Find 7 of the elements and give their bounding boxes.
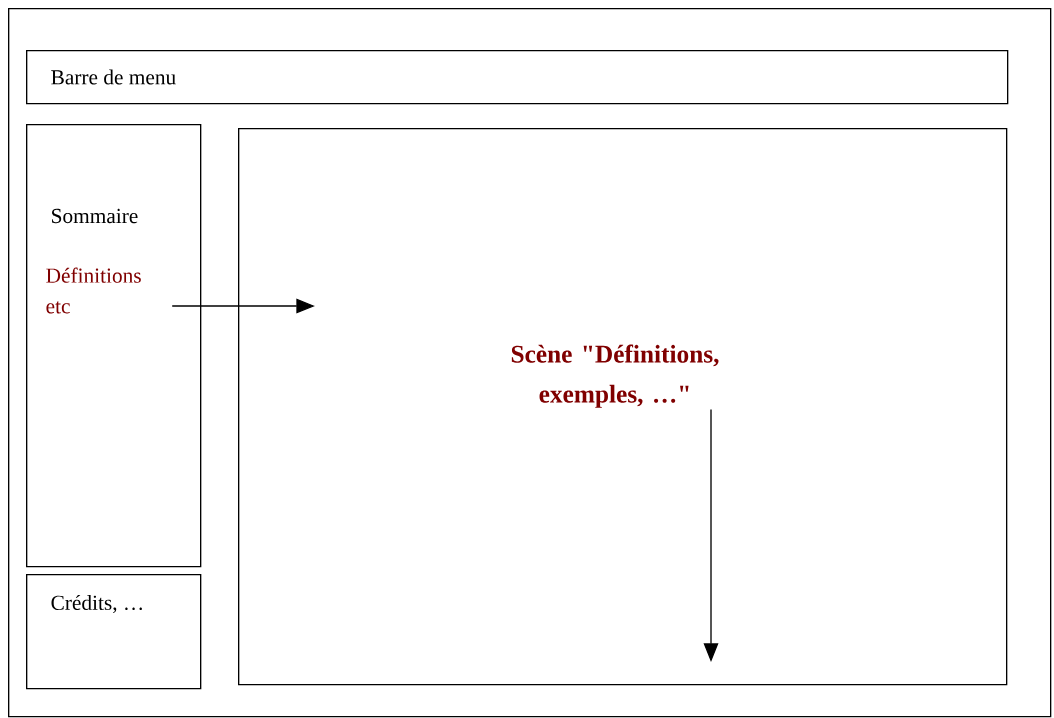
page-frame <box>8 8 1052 718</box>
scene-title: Scène "Définitions, exemples, …" <box>511 344 719 408</box>
link-text: Définitions etc <box>46 267 141 314</box>
sidebar-heading: Sommaire <box>52 208 138 224</box>
credits-label: Crédits, … <box>51 594 142 614</box>
menu-label: Barre de menu <box>51 69 176 85</box>
scene-area <box>238 128 1008 686</box>
